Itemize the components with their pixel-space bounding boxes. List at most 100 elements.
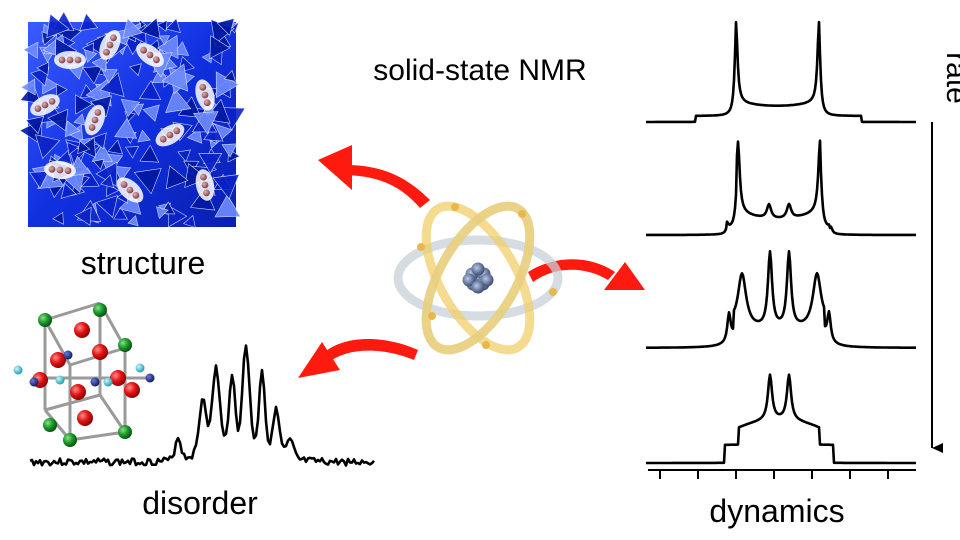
lattice-atom [90,377,100,387]
guest-atom [106,41,114,49]
tetrahedron-shape [114,117,138,139]
guest-atom [66,56,74,64]
lattice-atom [124,382,140,398]
lattice-atom [70,384,86,400]
tetrahedron-shape [139,144,160,163]
electron [549,288,557,296]
tetrahedron-shape [192,111,219,135]
lattice-atom [135,363,145,373]
lattice-bond [98,394,127,433]
lattice-atom [103,377,113,387]
tetrahedron-shape [55,83,68,97]
dynamics-spectrum-3 [645,250,917,349]
electron [417,243,425,251]
orbit-ring [421,201,535,355]
guest-atom [153,56,160,64]
tetrahedron-shape [142,104,160,122]
guest-atom [74,56,82,64]
guest-atom [41,101,49,109]
lattice-bond [44,301,101,322]
orbit-ring [393,235,563,321]
guest-atom [34,105,42,112]
tetrahedron-shape [29,170,50,189]
tetrahedron-shape [183,214,196,229]
tetrahedron-shape [223,69,236,82]
guest-atom [199,83,207,91]
lattice-atom [118,425,132,439]
tetrahedron-shape [212,174,240,200]
guest-atom [110,34,117,42]
guest-atom [203,189,210,197]
lattice-atom [43,418,57,432]
tetrahedron-shape [73,113,86,126]
lattice-atom [77,410,93,426]
tetrahedron-shape [25,115,45,135]
tetrahedron-shape [165,17,181,34]
tetrahedron-shape [125,146,140,159]
guest-atom [159,135,167,143]
guest-atom [58,56,66,64]
tetrahedron-shape [90,132,107,150]
tetrahedron-shape [198,152,223,174]
title-label: solid-state NMR [373,54,586,87]
lattice-atom [63,433,77,447]
nucleon [471,262,485,276]
electron [482,341,490,349]
disorder-spectrum-line [29,344,375,467]
guest-atom [146,51,154,59]
tetrahedron-shape [161,63,189,92]
guest-atom [166,131,174,139]
guest-atom [64,167,72,175]
guest-atom [200,173,207,181]
dynamics-spectra [645,20,917,465]
guest-atom [201,181,209,189]
structure-label: structure [81,245,205,281]
tetrahedron-shape [140,17,161,40]
tetrahedron-shape [42,75,59,95]
tetrahedron-shape [100,174,114,189]
tetrahedron-shape [107,139,124,155]
tetrahedron-shape [75,94,93,115]
dynamics-spectrum-4 [645,373,917,465]
tetrahedron-shape [66,141,80,156]
arrow-to-dynamics [528,259,645,290]
dynamics-spectrum-2 [645,139,917,237]
tetrahedron-shape [120,98,141,118]
disorder-label: disorder [142,485,258,521]
lattice-atom [74,322,90,338]
tetrahedron-shape [92,158,105,170]
tetrahedron-shape [209,35,231,60]
nucleon [471,280,485,294]
tetrahedron-shape [19,83,42,104]
tetrahedron-shape [23,41,39,59]
dynamics-spectrum-1 [645,20,917,124]
lattice-atom [92,344,108,360]
guest-atom [103,48,110,56]
guest-atom [48,98,56,105]
guest-atom [120,181,128,189]
lattice-bond [44,393,101,412]
frequency-axis [648,469,916,479]
atom-icon [393,201,563,355]
lattice-bond [69,430,126,442]
tetrahedron-shape [100,68,118,84]
zeolite-framework-icon [19,11,246,229]
tetrahedron-shape [122,18,143,39]
rate-label: rate [940,52,960,104]
tetrahedron-shape [214,194,241,218]
tetrahedron-shape [77,140,91,155]
tetrahedron-shape [91,55,108,73]
guest-atom [88,124,96,131]
tetrahedron-shape [47,108,69,132]
tetrahedron-shape [158,35,171,46]
tetrahedron-shape [216,17,235,36]
tetrahedron-shape [133,168,162,195]
lattice-atom [13,365,23,375]
tetrahedron-shape [113,166,132,182]
guest-atom [56,166,64,174]
tetrahedron-shape [35,134,61,160]
lattice-atom [110,370,126,386]
tetrahedron-shape [95,195,118,219]
guest-atom [203,99,211,107]
